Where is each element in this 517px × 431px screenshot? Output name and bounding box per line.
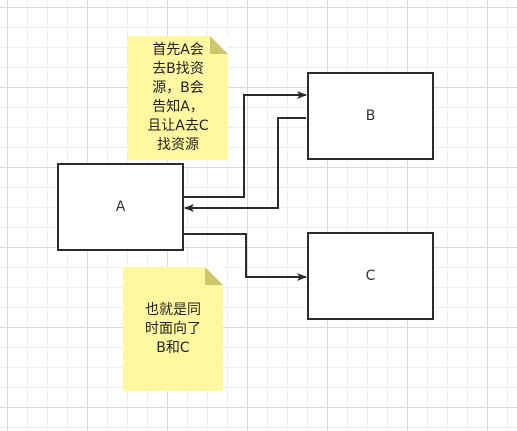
arrow-a-to-b[interactable] (184, 91, 307, 198)
sticky-note-bottom[interactable]: 也就是同 时面向了 B和C (123, 267, 223, 391)
sticky-note-top-text: 首先A会 去B找资 源，B会 告知A， 且让A去C 找资源 (147, 42, 209, 153)
node-b-label: B (365, 108, 376, 124)
arrow-a-to-c[interactable] (184, 233, 307, 281)
note-fold-corner (210, 36, 228, 54)
node-a[interactable]: A (57, 163, 184, 251)
arrow-b-to-a[interactable] (184, 117, 306, 212)
node-c[interactable]: C (307, 232, 434, 320)
node-a-label: A (115, 199, 126, 215)
node-b[interactable]: B (307, 72, 434, 160)
sticky-note-top[interactable]: 首先A会 去B找资 源，B会 告知A， 且让A去C 找资源 (128, 36, 228, 160)
note-fold-corner (205, 267, 223, 285)
node-c-label: C (365, 268, 376, 284)
sticky-note-bottom-text: 也就是同 时面向了 B和C (145, 301, 201, 356)
